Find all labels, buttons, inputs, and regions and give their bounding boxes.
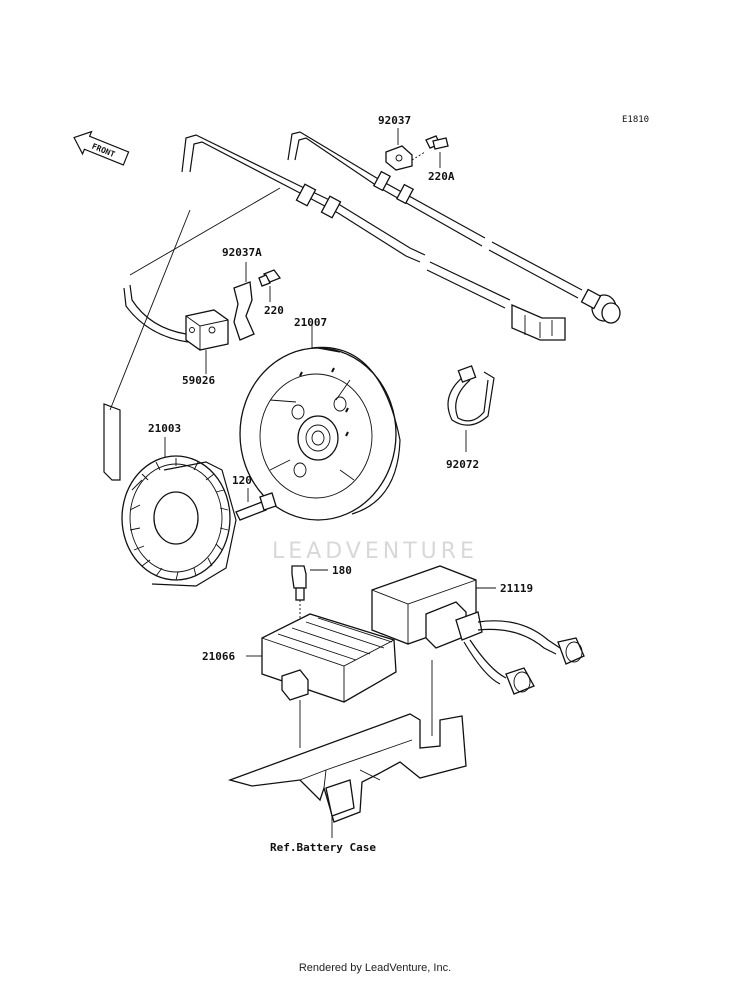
pickup-sensor-59026 — [123, 284, 229, 374]
label-92037A: 92037A — [222, 246, 262, 259]
wiring-harness — [109, 131, 583, 411]
label-21119: 21119 — [500, 582, 533, 595]
bracket-92037A — [233, 262, 255, 341]
cdi-unit-21119 — [371, 565, 585, 736]
regulator-21066 — [246, 613, 397, 748]
label-21066: 21066 — [202, 650, 235, 663]
label-21007: 21007 — [294, 316, 327, 329]
label-ref-battery-case: Ref.Battery Case — [270, 841, 376, 854]
battery-case-bracket — [227, 713, 467, 838]
stator-21003 — [103, 403, 237, 587]
footer-credit: Rendered by LeadVenture, Inc. — [298, 962, 452, 974]
label-120: 120 — [232, 474, 252, 487]
bracket-92037 — [385, 128, 426, 171]
label-220A: 220A — [428, 170, 455, 183]
label-92037: 92037 — [378, 114, 411, 127]
bolt-120 — [235, 488, 277, 521]
rotor-21007 — [239, 325, 401, 521]
diagram-code: E1810 — [622, 115, 649, 125]
sensor-connector — [580, 288, 621, 324]
label-21003: 21003 — [148, 422, 181, 435]
bolt-180 — [291, 565, 328, 622]
clamp-92072 — [447, 365, 495, 452]
label-180: 180 — [332, 564, 352, 577]
bolt-220A — [425, 135, 449, 168]
front-arrow-icon: FRONT — [73, 130, 130, 166]
watermark-text: LEADVENTURE — [272, 539, 478, 564]
harness-coupler — [511, 304, 566, 341]
label-92072: 92072 — [446, 458, 479, 471]
label-220: 220 — [264, 304, 284, 317]
bolt-220 — [258, 269, 282, 302]
label-59026: 59026 — [182, 374, 215, 387]
